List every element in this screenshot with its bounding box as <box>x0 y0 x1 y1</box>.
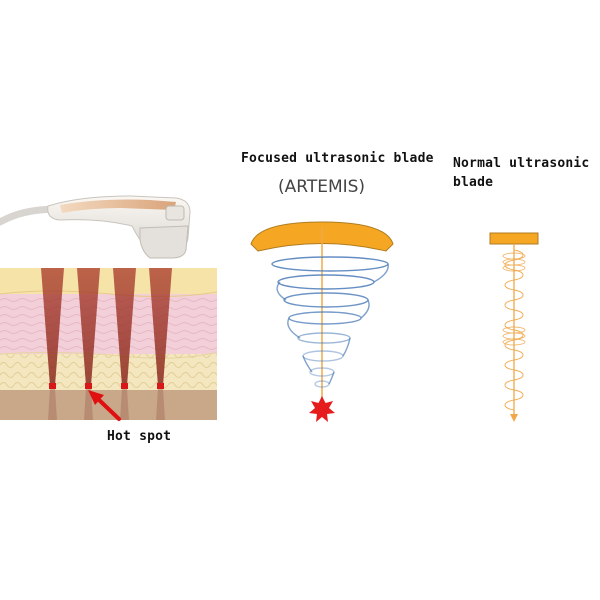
normal-blade-diagram <box>489 232 539 422</box>
handpiece-cable <box>0 205 56 226</box>
hot-spot-arrow <box>88 390 121 421</box>
beam-tail <box>84 388 93 420</box>
star-burst-icon <box>309 396 335 422</box>
handpiece-illustration <box>0 195 191 259</box>
normal-wave-coils <box>502 252 526 346</box>
beam-tail <box>120 388 129 420</box>
focused-blade-label: Focused ultrasonic blade <box>241 151 434 166</box>
normal-transducer <box>489 232 539 245</box>
artemis-label: (ARTEMIS) <box>278 177 366 197</box>
skin-smas <box>0 390 217 420</box>
ultrasound-beam <box>41 268 64 386</box>
hot-spot-marker <box>85 383 92 389</box>
normal-wave-helix <box>504 249 524 411</box>
handpiece-gold-band <box>60 199 176 213</box>
ultrasound-beam <box>149 268 172 386</box>
normal-blade-label: Normal ultrasonic blade <box>453 156 590 190</box>
ultrasound-beam <box>113 268 136 386</box>
handpiece-button <box>165 205 185 221</box>
hot-spot-label: Hot spot <box>107 429 172 444</box>
skin-dermis <box>0 294 217 354</box>
normal-axis-arrowhead <box>510 414 518 422</box>
focused-blade-diagram <box>250 221 394 422</box>
skin-layer-line <box>0 290 218 298</box>
hot-spot-marker <box>121 383 128 389</box>
skin-cross-section <box>0 268 218 420</box>
ultrasound-beam <box>77 268 100 386</box>
beam-tail <box>156 388 165 420</box>
focused-wave-spiral <box>271 256 389 388</box>
beam-tail <box>48 388 57 420</box>
hot-spot-marker <box>49 383 56 389</box>
skin-fat <box>0 354 217 390</box>
skin-epidermis <box>0 268 217 294</box>
handpiece-tip <box>139 225 189 259</box>
hot-spot-marker <box>157 383 164 389</box>
